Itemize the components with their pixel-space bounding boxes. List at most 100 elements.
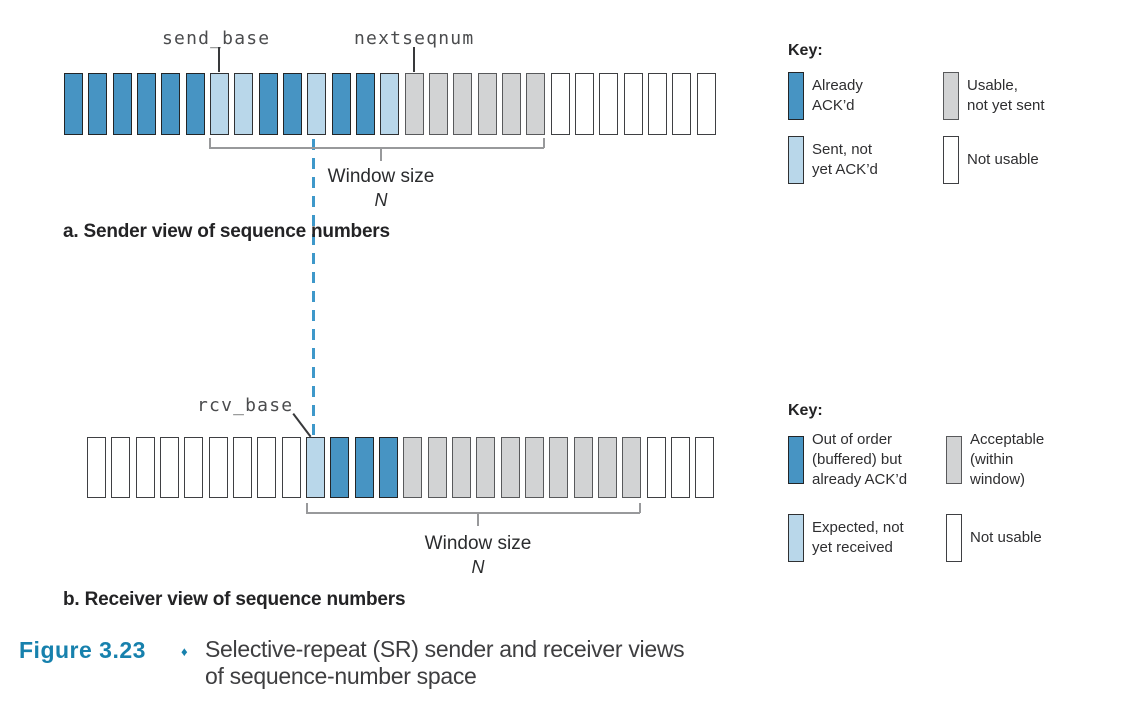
seq-box-white xyxy=(87,437,106,498)
seq-box-dark xyxy=(64,73,83,135)
seq-box-dark xyxy=(161,73,181,135)
key-swatch-dark xyxy=(788,436,804,484)
seq-box-dark xyxy=(112,73,132,135)
seq-box-gray xyxy=(427,437,447,498)
nextseqnum-pointer-line xyxy=(413,47,415,72)
send-base-pointer-line xyxy=(218,47,220,72)
receiver-key-item-white: Not usable xyxy=(946,514,1042,562)
key-label: Not usable xyxy=(970,529,1042,546)
seq-box-gray xyxy=(404,73,424,135)
seq-box-dark xyxy=(331,73,351,135)
seq-box-light xyxy=(307,73,327,135)
seq-box-light xyxy=(305,437,325,498)
key-label: Usable,not yet sent xyxy=(967,77,1045,114)
seq-box-gray xyxy=(428,73,448,135)
seq-box-white xyxy=(647,73,667,135)
seq-box-light xyxy=(234,73,254,135)
seq-box-gray xyxy=(549,437,569,498)
seq-box-white xyxy=(184,437,204,498)
seq-box-dark xyxy=(88,73,108,135)
seq-box-dark xyxy=(282,73,302,135)
rcv-base-pointer-line xyxy=(292,413,312,438)
seq-box-white xyxy=(670,437,690,498)
seq-box-white xyxy=(696,73,716,135)
sender-window-bracket-left-tick xyxy=(209,138,211,148)
seq-box-dark xyxy=(355,73,375,135)
sender-key-item-white: Not usable xyxy=(943,136,1039,184)
receiver-window-bracket-right-tick xyxy=(639,503,641,513)
seq-box-gray xyxy=(500,437,520,498)
seq-box-white xyxy=(599,73,619,135)
seq-box-dark xyxy=(185,73,205,135)
window-size-text: Window size xyxy=(327,166,435,187)
seq-box-gray xyxy=(476,437,496,498)
key-swatch-white xyxy=(943,136,959,184)
seq-box-gray xyxy=(477,73,497,135)
window-size-n: N xyxy=(471,557,485,577)
key-label: Not usable xyxy=(967,151,1039,168)
figure-caption-line2: of sequence-number space xyxy=(205,663,477,689)
sender-window-bracket xyxy=(209,147,544,149)
seq-box-white xyxy=(672,73,692,135)
seq-box-gray xyxy=(597,437,617,498)
receiver-window-bracket-left-tick xyxy=(306,503,308,513)
key-swatch-light xyxy=(788,136,804,184)
seq-box-gray xyxy=(403,437,423,498)
seq-box-white xyxy=(159,437,179,498)
seq-box-gray xyxy=(524,437,544,498)
seq-box-white xyxy=(257,437,277,498)
send-base-label: send_base xyxy=(162,28,271,49)
seq-box-white xyxy=(281,437,301,498)
seq-box-white xyxy=(232,437,252,498)
seq-box-gray xyxy=(622,437,642,498)
seqnum-alignment-dashed-line xyxy=(312,139,315,437)
seq-box-light xyxy=(209,73,229,135)
seq-box-white xyxy=(623,73,643,135)
seq-box-dark xyxy=(258,73,278,135)
sender-section-label: a. Sender view of sequence numbers xyxy=(63,221,390,242)
rcv-base-label: rcv_base xyxy=(197,395,294,416)
seq-box-white xyxy=(695,437,715,498)
seq-box-white xyxy=(208,437,228,498)
window-size-n: N xyxy=(374,190,388,210)
seq-box-white xyxy=(111,437,131,498)
nextseqnum-label: nextseqnum xyxy=(354,28,475,49)
key-swatch-gray xyxy=(943,72,959,120)
seq-box-light xyxy=(380,73,400,135)
figure-caption: Selective-repeat (SR) sender and receive… xyxy=(205,636,685,690)
seq-box-gray xyxy=(501,73,521,135)
figure-caption-line1: Selective-repeat (SR) sender and receive… xyxy=(205,636,685,662)
key-swatch-gray xyxy=(946,436,962,484)
seq-box-gray xyxy=(526,73,546,135)
seq-box-gray xyxy=(453,73,473,135)
figure-number-label: Figure 3.23 xyxy=(19,637,146,663)
seq-box-dark xyxy=(354,437,374,498)
seq-box-gray xyxy=(573,437,593,498)
seq-box-white xyxy=(135,437,155,498)
seq-box-dark xyxy=(136,73,156,135)
sender-window-size-label: Window size N xyxy=(328,166,435,211)
seq-box-white xyxy=(550,73,570,135)
window-size-text: Window size xyxy=(424,533,532,554)
key-swatch-dark xyxy=(788,72,804,120)
receiver-section-label: b. Receiver view of sequence numbers xyxy=(63,589,406,610)
sender-key-title: Key: xyxy=(788,42,823,59)
seq-box-dark xyxy=(378,437,398,498)
seq-box-dark xyxy=(330,437,350,498)
key-swatch-white xyxy=(946,514,962,562)
seq-box-white xyxy=(646,437,666,498)
receiver-window-bracket xyxy=(306,512,640,514)
diamond-icon: ♦ xyxy=(181,644,188,659)
key-swatch-light xyxy=(788,514,804,562)
